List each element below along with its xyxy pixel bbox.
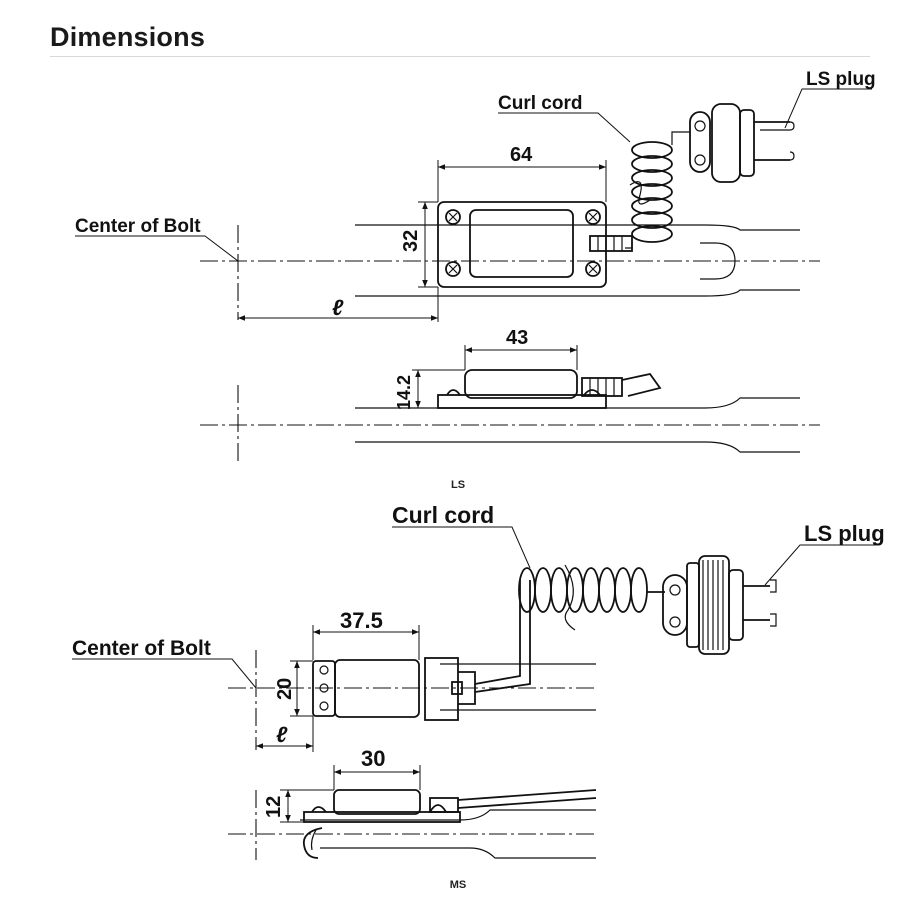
ms-center-of-bolt-label: Center of Bolt bbox=[72, 637, 211, 660]
ls-dim-ell: ℓ bbox=[332, 295, 344, 320]
ms-caption: MS bbox=[450, 879, 467, 891]
ls-dim-side-length: 43 bbox=[506, 327, 528, 349]
ms-dim-ell: ℓ bbox=[276, 722, 288, 747]
ls-plug-label: LS plug bbox=[806, 69, 876, 90]
ms-top-view: 37.5 20 ℓ Center of Bolt Curl cord LS pl… bbox=[72, 502, 885, 752]
ms-side-view: 30 12 bbox=[228, 746, 597, 860]
ms-dim-thickness: 12 bbox=[263, 796, 285, 818]
ms-curl-cord-label: Curl cord bbox=[392, 502, 494, 528]
ls-top-view: 64 32 ℓ Center of Bolt Curl cord LS plug bbox=[75, 69, 876, 322]
title-divider bbox=[50, 56, 870, 57]
ms-dim-height: 20 bbox=[274, 678, 296, 700]
ls-dim-height: 32 bbox=[400, 230, 422, 252]
ls-dim-length: 64 bbox=[510, 144, 533, 166]
ls-caption: LS bbox=[451, 479, 465, 491]
ms-dim-length: 37.5 bbox=[340, 608, 383, 633]
ls-curl-cord-label: Curl cord bbox=[498, 93, 582, 114]
ms-dim-side-length: 30 bbox=[361, 746, 385, 771]
page-title: Dimensions bbox=[50, 22, 206, 52]
ls-dim-thickness: 14.2 bbox=[394, 375, 414, 410]
ms-plug-label: LS plug bbox=[804, 521, 885, 546]
ls-center-of-bolt-label: Center of Bolt bbox=[75, 216, 201, 237]
ls-side-view: 43 14.2 bbox=[200, 327, 820, 462]
